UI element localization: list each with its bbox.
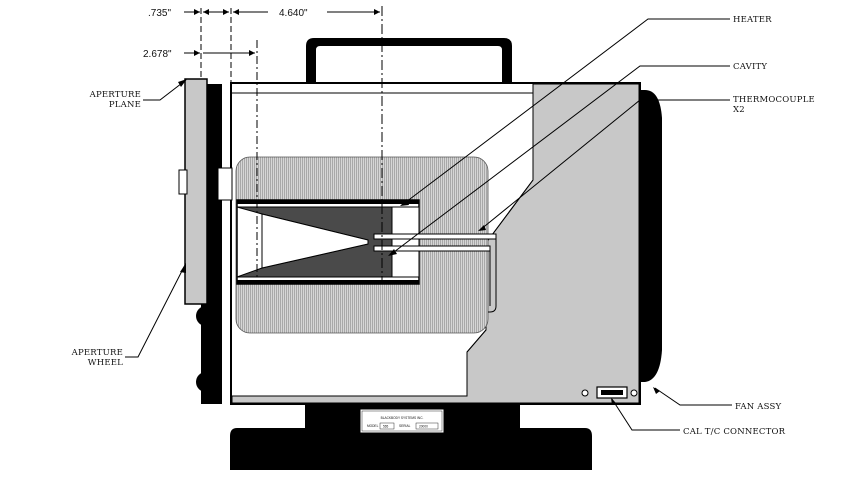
label-heater: HEATER xyxy=(733,15,772,25)
nameplate-model-value: 565 xyxy=(383,425,389,429)
dimension-4640: 4.640" xyxy=(279,8,308,19)
cal-tc-connector xyxy=(581,386,638,399)
nameplate-title: BLACKBODY SYSTEMS INC. xyxy=(381,416,424,420)
label-cavity: CAVITY xyxy=(733,62,767,72)
label-fan-assy: FAN ASSY xyxy=(735,402,781,412)
nameplate-model-label: MODEL xyxy=(367,424,379,428)
label-aperture-plane-1: APERTURE xyxy=(89,90,141,100)
dimension-735: .735" xyxy=(148,8,171,19)
label-thermocouple: THERMOCOUPLE xyxy=(733,95,815,105)
label-cal-tc-connector: CAL T/C CONNECTOR xyxy=(683,427,786,437)
leader-arrows xyxy=(178,79,660,405)
dimension-2678: 2.678" xyxy=(143,49,172,60)
dimension-lines xyxy=(184,6,383,280)
dimension-arrows xyxy=(194,9,380,56)
aperture-hub xyxy=(178,169,188,195)
leader-lines xyxy=(125,18,732,431)
nameplate-serial-value: 20000 xyxy=(419,425,428,429)
label-thermocouple-count: X2 xyxy=(733,105,745,115)
label-aperture-wheel-2: WHEEL xyxy=(88,358,123,368)
aperture-wheel xyxy=(184,78,208,305)
label-aperture-wheel-1: APERTURE xyxy=(71,348,123,358)
cavity xyxy=(236,199,420,285)
base-stand xyxy=(230,403,592,470)
carry-handle xyxy=(306,38,512,82)
nameplate: BLACKBODY SYSTEMS INC. MODEL 565 SERIAL … xyxy=(359,408,445,434)
nameplate-serial-label: SERIAL xyxy=(399,424,411,428)
label-aperture-plane-2: PLANE xyxy=(109,100,141,110)
thermocouple-probes xyxy=(373,233,497,313)
